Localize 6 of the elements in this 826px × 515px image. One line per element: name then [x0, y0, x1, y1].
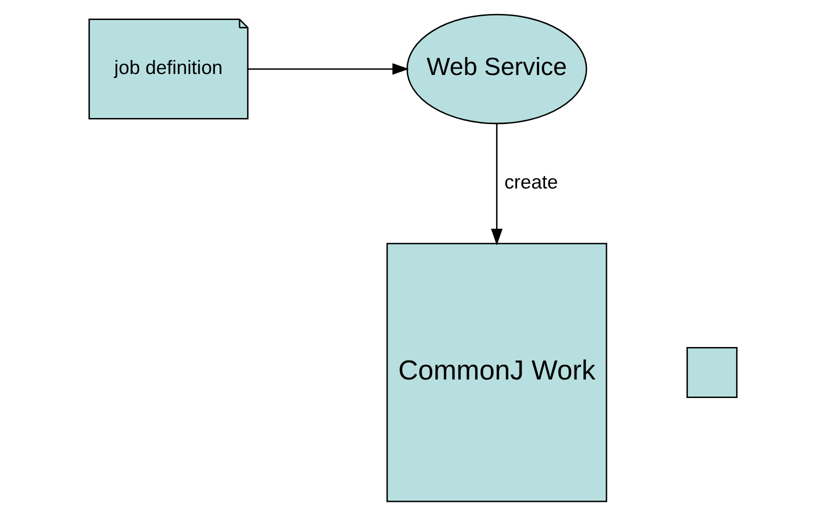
- node-ellipse: Web Service: [406, 13, 588, 124]
- arrow: [491, 123, 503, 245]
- node-box: [686, 346, 738, 398]
- node-box: CommonJ Work: [386, 242, 608, 502]
- edge-label: create: [504, 172, 558, 194]
- arrow: [248, 62, 409, 74]
